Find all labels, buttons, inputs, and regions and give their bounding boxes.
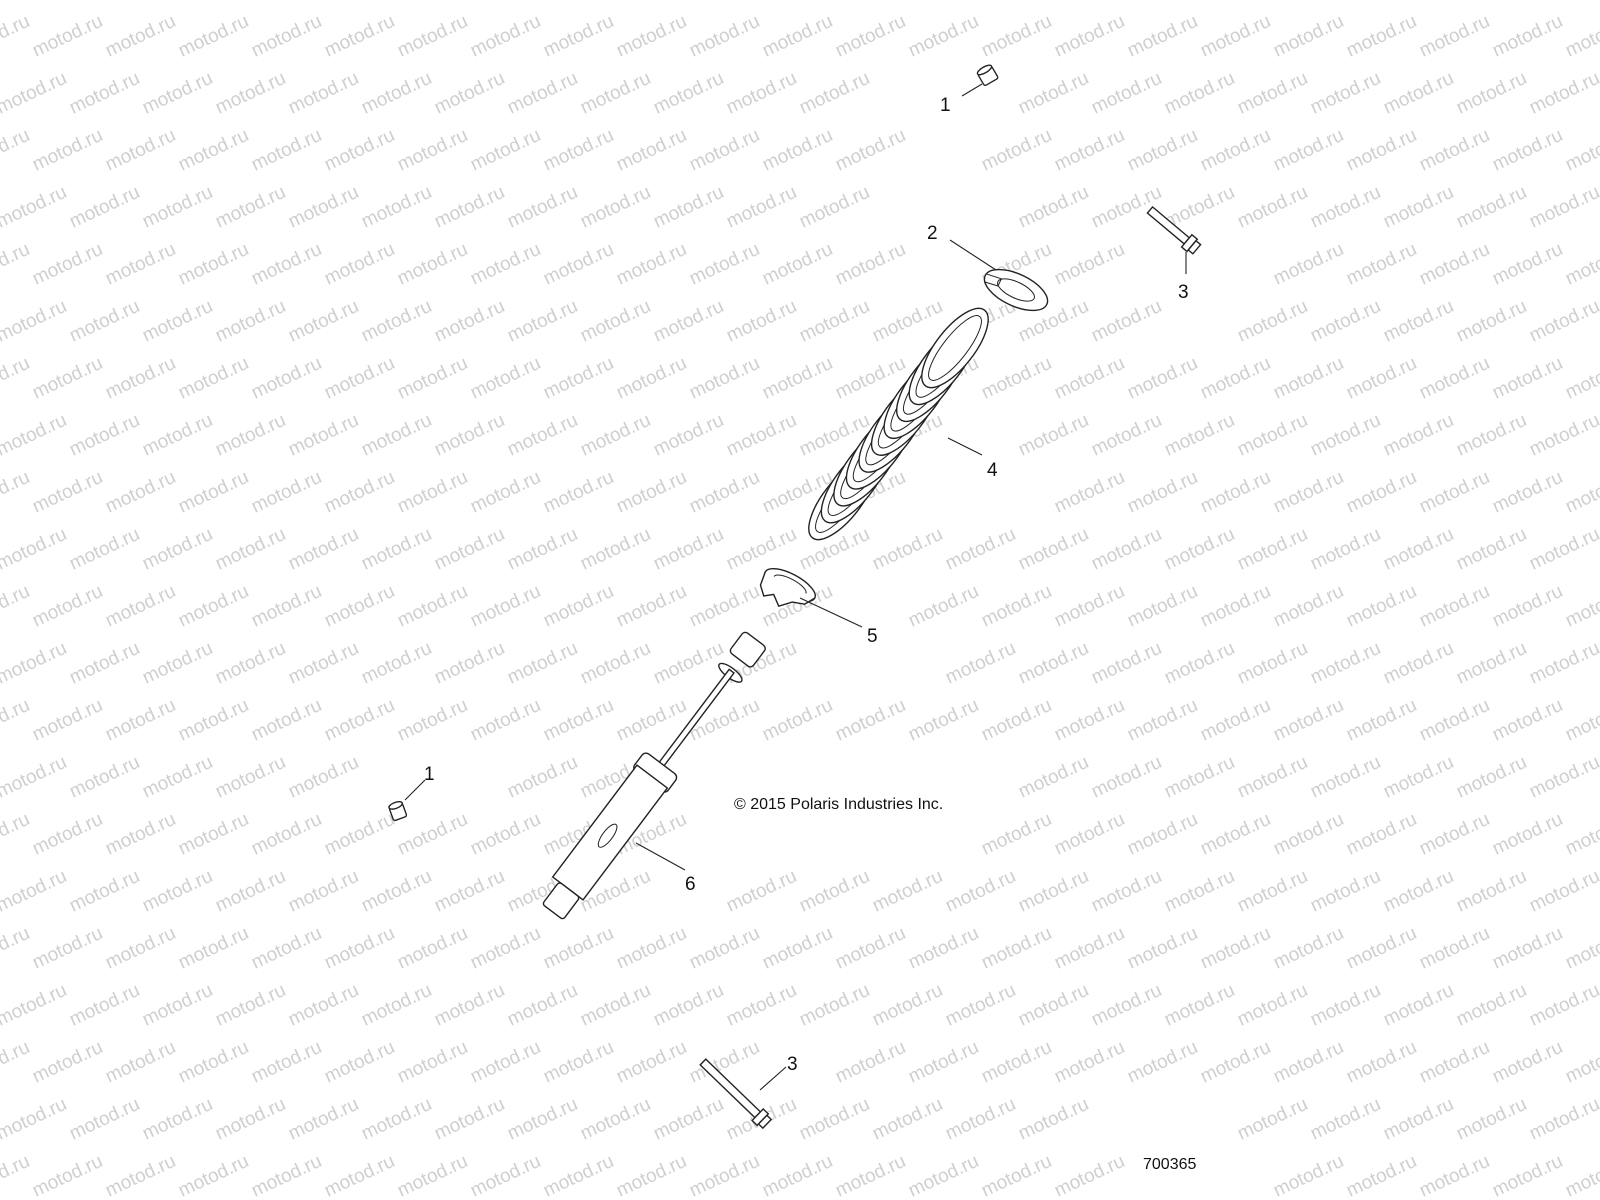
part-shock-absorber[interactable]: 6 bbox=[534, 627, 772, 924]
part-nut-top[interactable]: 1 bbox=[940, 63, 999, 116]
part-washer[interactable]: 2 bbox=[927, 223, 1054, 319]
leader-line bbox=[947, 437, 983, 456]
callout-3-bottom: 3 bbox=[787, 1054, 798, 1075]
callout-3-top: 3 bbox=[1178, 282, 1189, 303]
leader-line bbox=[961, 83, 983, 97]
spring-coil bbox=[921, 307, 989, 389]
leader-line bbox=[404, 779, 426, 801]
callout-5: 5 bbox=[867, 626, 878, 647]
diagram-number: 700365 bbox=[1143, 1156, 1196, 1173]
leader-line bbox=[949, 239, 997, 271]
leader-line bbox=[759, 1066, 787, 1091]
callout-2: 2 bbox=[927, 223, 938, 244]
callout-4: 4 bbox=[987, 460, 998, 481]
callout-6: 6 bbox=[685, 874, 696, 895]
part-bolt-bottom[interactable]: 3 bbox=[697, 1054, 798, 1130]
leader-line bbox=[635, 842, 686, 871]
part-spring-seat[interactable]: 5 bbox=[754, 562, 878, 647]
leader-line bbox=[799, 597, 863, 628]
part-nut-bottom[interactable]: 1 bbox=[388, 764, 435, 822]
part-bolt-top[interactable]: 3 bbox=[1145, 204, 1202, 303]
callout-1-top: 1 bbox=[940, 95, 951, 116]
part-spring[interactable] bbox=[797, 298, 999, 549]
copyright-notice: © 2015 Polaris Industries Inc. bbox=[734, 796, 943, 813]
callout-1-bottom: 1 bbox=[424, 764, 435, 785]
